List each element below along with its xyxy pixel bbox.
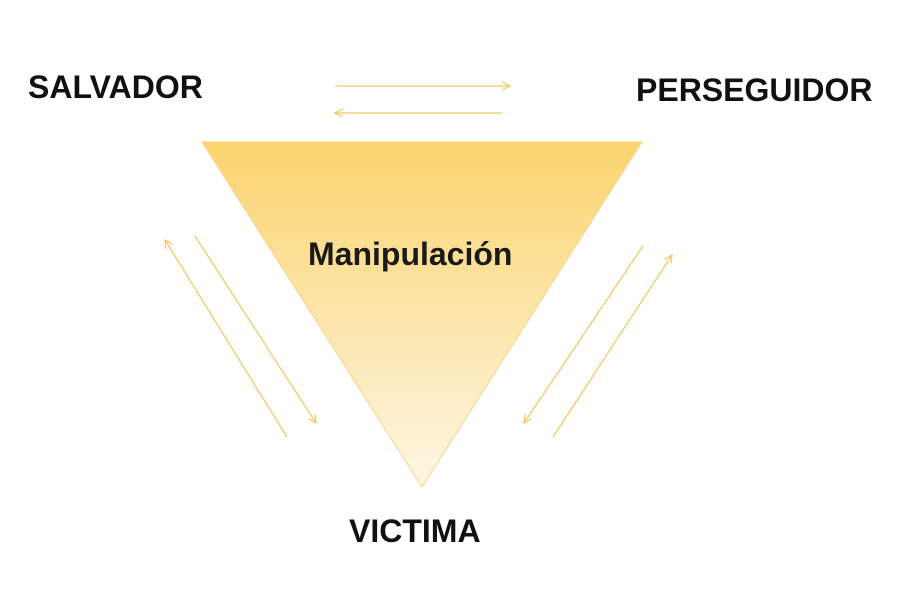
arrow-left-up: [165, 240, 288, 438]
arrow-right-up: [552, 255, 672, 438]
role-label-victima: VICTIMA: [349, 513, 481, 549]
center-label-manipulacion: Manipulación: [308, 236, 513, 272]
role-label-perseguidor: PERSEGUIDOR: [636, 72, 873, 108]
arrow-left-down: [194, 235, 316, 423]
arrow-right-down: [524, 245, 644, 423]
role-label-salvador: SALVADOR: [28, 69, 203, 105]
manipulation-triangle: [201, 141, 643, 488]
